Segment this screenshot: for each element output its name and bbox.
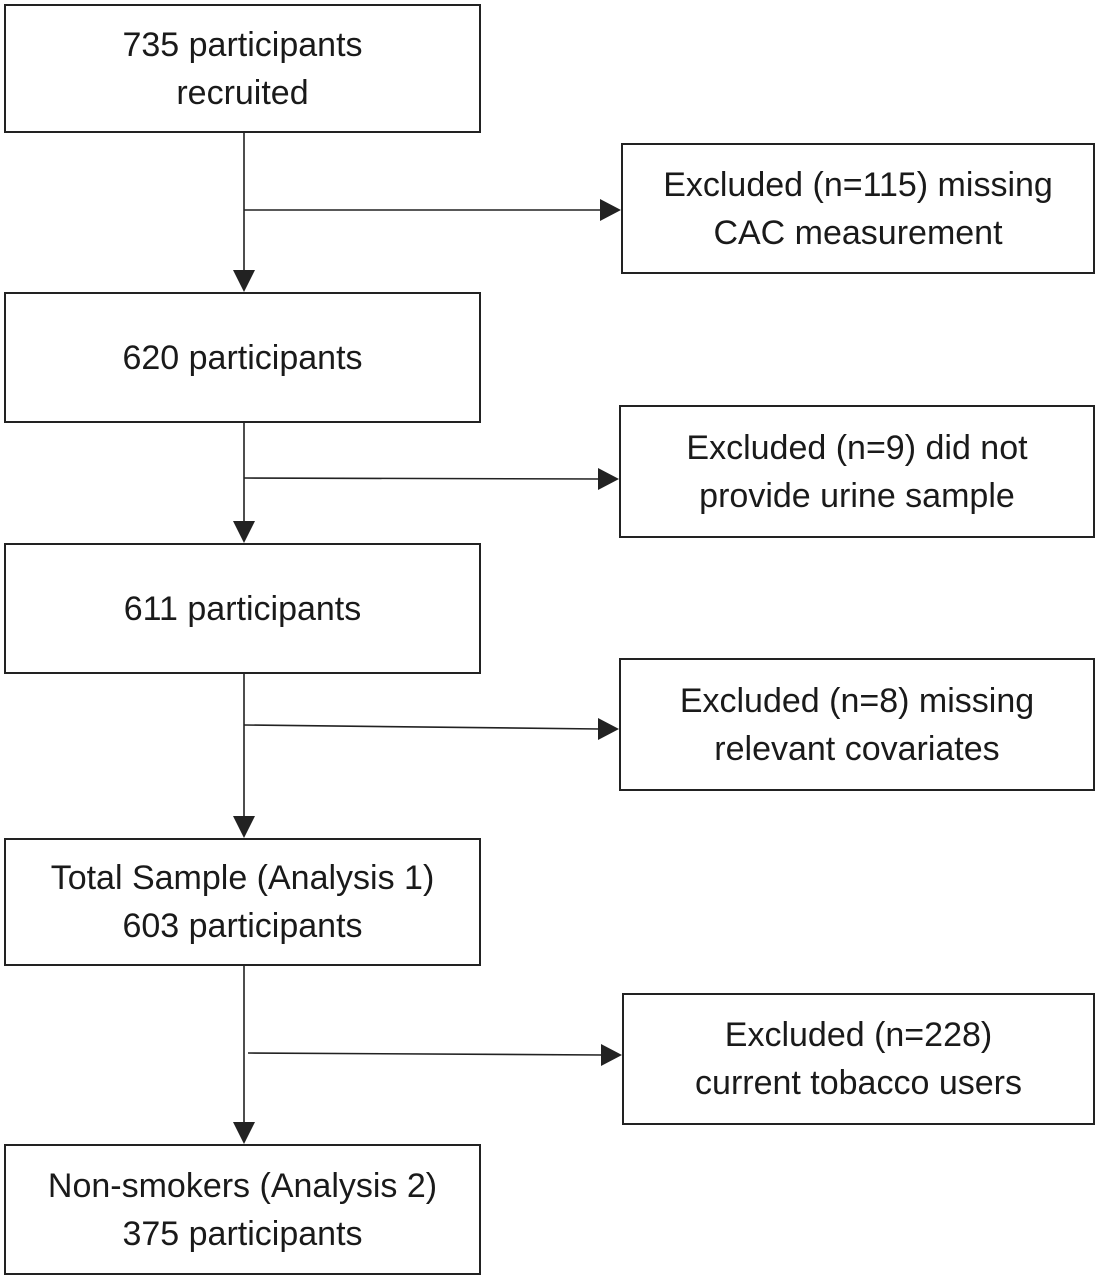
arrowhead-exclusion-4 [601, 1044, 622, 1066]
arrowhead-step3 [233, 521, 255, 543]
branch-exclusion-3 [243, 724, 601, 730]
step-611-label: 611 participants [123, 589, 362, 628]
exclusion-covariates-line2: relevant covariates [714, 729, 1000, 768]
exclusion-tobacco-line1: Excluded (n=228) [724, 1016, 993, 1054]
step-611-box: 611 participants [4, 543, 481, 674]
exclusion-tobacco-box: Excluded (n=228) current tobacco users [622, 993, 1095, 1125]
step-recruited-line1: 735 participants [122, 25, 363, 64]
exclusion-urine-box: Excluded (n=9) did not provide urine sam… [619, 405, 1095, 538]
arrowhead-exclusion-3 [598, 718, 619, 740]
arrowhead-step4 [233, 816, 255, 838]
arrowhead-step2 [233, 270, 255, 292]
exclusion-urine-line2: provide urine sample [699, 476, 1015, 515]
step-620-label: 620 participants [122, 338, 363, 377]
branch-exclusion-2 [243, 477, 601, 480]
step-non-smokers-line1: Non-smokers (Analysis 2) [47, 1166, 438, 1205]
exclusion-cac-line1: Excluded (n=115) missing [663, 165, 1053, 204]
arrowhead-exclusion-1 [600, 199, 621, 221]
step-recruited-box: 735 participants recruited [4, 4, 481, 133]
step-620-box: 620 participants [4, 292, 481, 423]
step-non-smokers-box: Non-smokers (Analysis 2) 375 participant… [4, 1144, 481, 1275]
exclusion-urine-line1: Excluded (n=9) did not [686, 428, 1028, 467]
step-total-sample-line2: 603 participants [122, 907, 363, 945]
step-total-sample-line1: Total Sample (Analysis 1) [50, 859, 435, 897]
arrowhead-step5 [233, 1122, 255, 1144]
step-total-sample-box: Total Sample (Analysis 1) 603 participan… [4, 838, 481, 966]
exclusion-covariates-line1: Excluded (n=8) missing [679, 681, 1035, 720]
arrowhead-exclusion-2 [598, 468, 619, 490]
exclusion-covariates-box: Excluded (n=8) missing relevant covariat… [619, 658, 1095, 791]
branch-exclusion-4 [247, 1052, 604, 1056]
exclusion-cac-box: Excluded (n=115) missing CAC measurement [621, 143, 1095, 274]
exclusion-cac-line2: CAC measurement [713, 213, 1003, 252]
step-recruited-line2: recruited [176, 73, 309, 112]
exclusion-tobacco-line2: current tobacco users [695, 1064, 1022, 1102]
step-non-smokers-line2: 375 participants [122, 1214, 363, 1253]
